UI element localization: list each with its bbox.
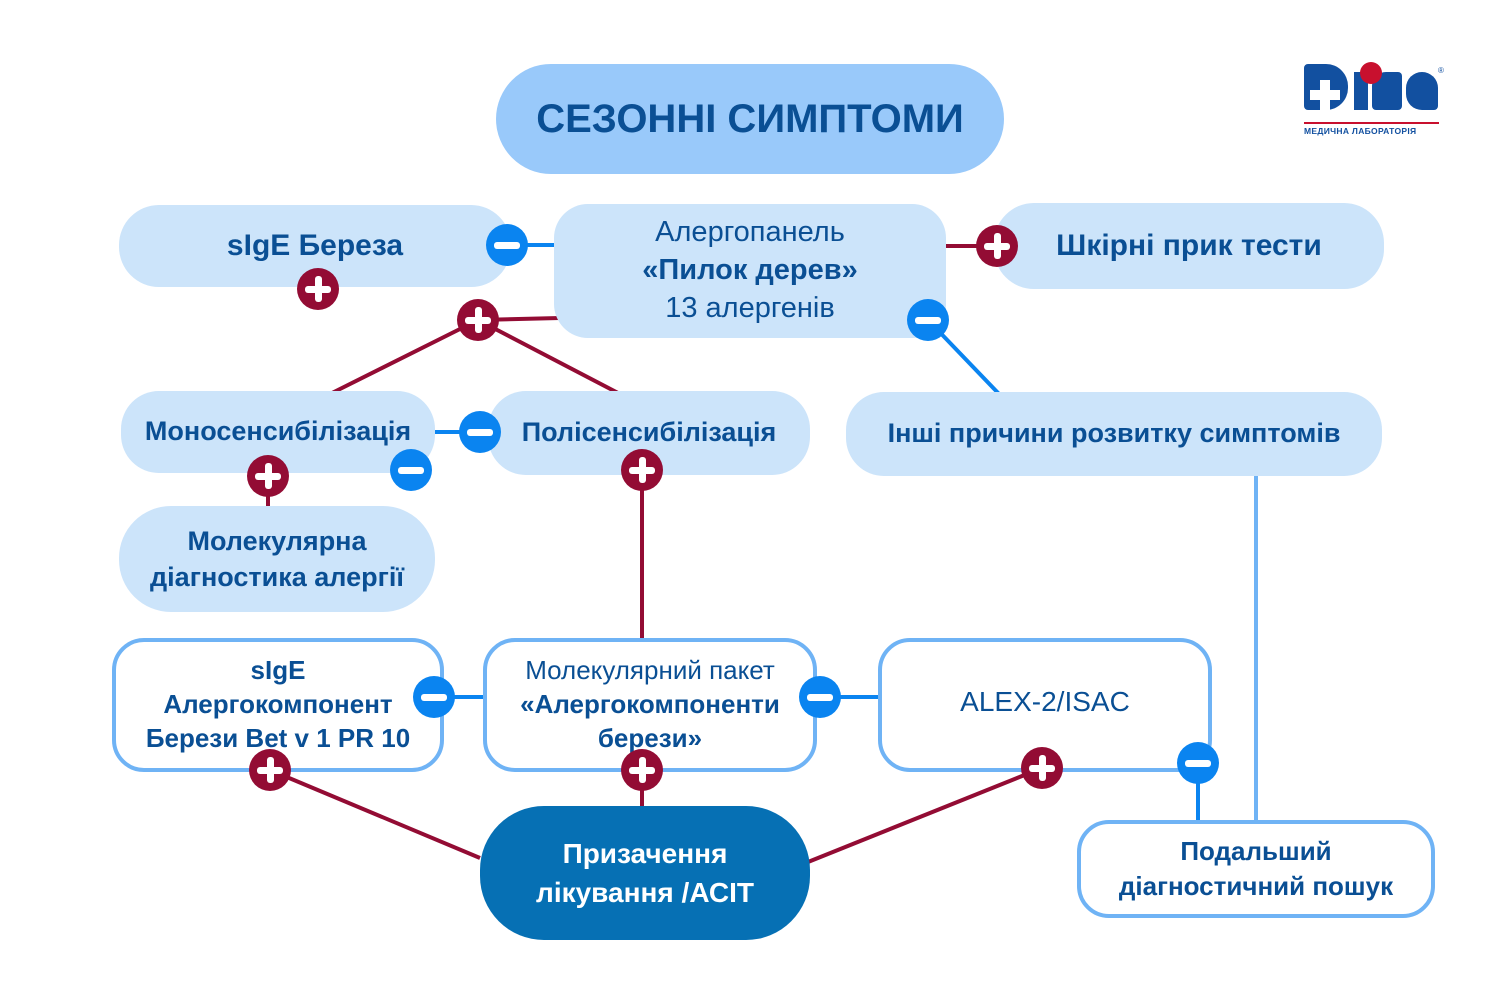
edge-alex-treatment bbox=[807, 766, 1043, 864]
node-further-search-line1: Подальший bbox=[1180, 835, 1332, 866]
minus-icon bbox=[1177, 742, 1219, 784]
registered-mark: ® bbox=[1438, 66, 1444, 75]
medical-cross-icon bbox=[1310, 80, 1340, 110]
node-molecular-pack-line1: Молекулярний пакет bbox=[525, 655, 775, 686]
node-polysensitization[interactable]: Полісенсибілізація bbox=[488, 391, 810, 475]
logo-red-dot bbox=[1360, 62, 1382, 84]
edge-component-treatment bbox=[269, 768, 481, 860]
minus-icon bbox=[390, 449, 432, 491]
node-allergopanel-line2: «Пилок дерев» bbox=[642, 254, 858, 287]
minus-icon bbox=[799, 676, 841, 718]
node-sige-component-line1: sIgE bbox=[250, 655, 306, 686]
node-sige-birch-label: sIgE Береза bbox=[226, 229, 404, 263]
logo-subtitle: МЕДИЧНА ЛАБОРАТОРІЯ bbox=[1304, 126, 1417, 136]
dila-logo: ® МЕДИЧНА ЛАБОРАТОРІЯ bbox=[1300, 60, 1445, 140]
node-further-search-line2: діагностичний пошук bbox=[1118, 871, 1394, 901]
plus-icon bbox=[457, 299, 499, 341]
title-pill: СЕЗОННІ СИМПТОМИ bbox=[496, 64, 1004, 174]
node-skin-prick[interactable]: Шкірні прик тести bbox=[994, 203, 1384, 289]
minus-icon bbox=[413, 676, 455, 718]
page-title: СЕЗОННІ СИМПТОМИ bbox=[536, 97, 964, 141]
edge-plus-poly bbox=[477, 318, 621, 396]
node-treatment-line2: лікування /АСІТ bbox=[536, 877, 754, 908]
plus-icon bbox=[621, 449, 663, 491]
node-mono-label: Моносенсибілізація bbox=[144, 416, 412, 447]
node-other-causes[interactable]: Інші причини розвитку симптомів bbox=[846, 392, 1382, 476]
node-molecular-dx-line1: Молекулярна bbox=[187, 525, 367, 556]
node-further-search[interactable]: Подальший діагностичний пошук bbox=[1077, 820, 1435, 918]
plus-icon bbox=[247, 455, 289, 497]
logo-divider bbox=[1304, 122, 1439, 124]
node-molecular-diagnostics[interactable]: Молекулярна діагностика алергії bbox=[119, 506, 435, 612]
node-allergopanel-line1: Алергопанель bbox=[655, 216, 845, 249]
plus-icon bbox=[976, 225, 1018, 267]
node-treatment-line1: Призачення bbox=[562, 837, 728, 869]
node-alex-label: ALEX-2/ISAC bbox=[960, 686, 1130, 717]
plus-icon bbox=[249, 749, 291, 791]
node-sige-component-line3: Берези Bet v 1 PR 10 bbox=[145, 722, 411, 753]
node-treatment[interactable]: Призачення лікування /АСІТ bbox=[480, 806, 810, 940]
node-poly-label: Полісенсибілізація bbox=[521, 417, 777, 448]
node-skin-prick-label: Шкірні прик тести bbox=[1056, 229, 1322, 263]
plus-icon bbox=[1021, 747, 1063, 789]
edge-plus-mono bbox=[329, 318, 479, 396]
node-molecular-pack-line3: берези» bbox=[597, 722, 703, 753]
minus-icon bbox=[486, 224, 528, 266]
plus-icon bbox=[621, 749, 663, 791]
minus-icon bbox=[459, 411, 501, 453]
node-other-causes-label: Інші причини розвитку симптомів bbox=[887, 418, 1341, 449]
node-molecular-pack-line2: «Алергокомпоненти bbox=[520, 689, 780, 720]
node-allergopanel-line3: 13 алергенів bbox=[665, 291, 835, 324]
node-sige-component-line2: Алергокомпонент bbox=[163, 689, 393, 720]
minus-icon bbox=[907, 299, 949, 341]
node-molecular-dx-line2: діагностика алергії bbox=[150, 562, 404, 592]
node-allergopanel[interactable]: Алергопанель «Пилок дерев» 13 алергенів bbox=[554, 204, 946, 338]
plus-icon bbox=[297, 268, 339, 310]
